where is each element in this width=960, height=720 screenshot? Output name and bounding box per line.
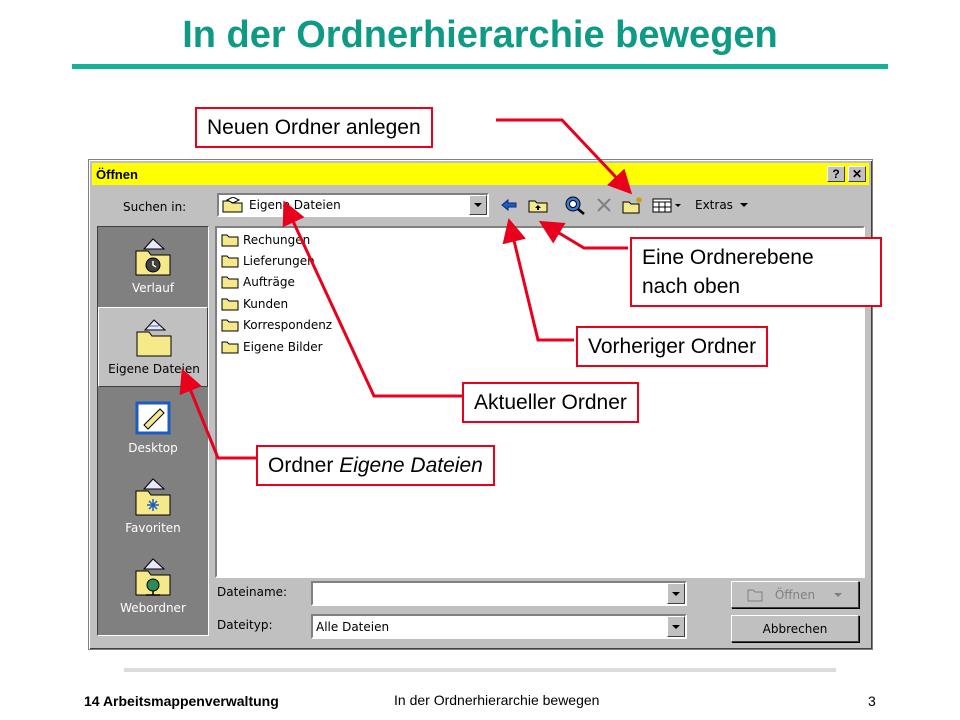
open-button-label: Öffnen	[774, 587, 816, 602]
delete-icon[interactable]	[593, 194, 615, 216]
list-item[interactable]: Eigene Bilder	[221, 337, 323, 357]
chevron-down-icon	[672, 624, 680, 629]
slide-title: In der Ordnerhierarchie bewegen	[182, 14, 778, 56]
place-label: Favoriten	[125, 521, 181, 535]
filetype-value: Alle Dateien	[316, 619, 390, 634]
callout-up-one-level: Eine Ordnerebene nach oben	[630, 237, 882, 307]
place-verlauf[interactable]: Verlauf	[98, 227, 208, 307]
place-favoriten[interactable]: Favoriten	[98, 467, 208, 547]
callout-current-folder: Aktueller Ordner	[462, 382, 639, 423]
desktop-icon	[135, 401, 171, 435]
list-item[interactable]: Rechungen	[221, 230, 310, 250]
list-item[interactable]: Kunden	[221, 294, 288, 314]
callout-up-line1: Eine Ordnerebene	[642, 246, 814, 269]
folder-icon	[221, 341, 239, 354]
file-name: Lieferungen	[243, 254, 315, 268]
footer-divider	[124, 668, 836, 672]
dialog-title: Öffnen	[96, 166, 138, 182]
file-name: Rechungen	[243, 233, 311, 247]
extras-label: Extras	[695, 198, 733, 212]
help-button[interactable]: ?	[827, 166, 845, 182]
open-button[interactable]: Öffnen	[731, 581, 859, 608]
place-label: Webordner	[120, 601, 186, 615]
history-folder-icon	[135, 238, 171, 276]
chevron-down-icon	[474, 203, 482, 207]
filename-label: Dateiname:	[217, 585, 288, 599]
place-eigene-dateien[interactable]: Eigene Dateien	[98, 307, 208, 387]
callout-previous-folder: Vorheriger Ordner	[576, 326, 769, 367]
places-bar: Verlauf Eigene Dateien Desktop	[97, 226, 209, 636]
folder-icon	[221, 298, 239, 311]
folder-icon	[221, 234, 239, 247]
views-icon[interactable]	[651, 194, 683, 216]
search-web-icon[interactable]	[563, 194, 587, 216]
filetype-label: Dateityp:	[217, 618, 273, 632]
list-item[interactable]: Korrespondenz	[221, 315, 332, 335]
close-button[interactable]: ✕	[848, 166, 866, 182]
place-label: Eigene Dateien	[108, 362, 200, 376]
file-name: Korrespondenz	[243, 318, 333, 332]
up-one-level-icon[interactable]	[527, 194, 549, 216]
title-rule	[72, 64, 888, 69]
list-item[interactable]: Lieferungen	[221, 251, 315, 271]
file-name: Kunden	[243, 297, 289, 311]
my-documents-folder-icon	[136, 319, 172, 357]
chevron-down-icon	[672, 591, 680, 596]
look-in-label: Suchen in:	[123, 200, 187, 214]
filename-dropdown-button[interactable]	[667, 583, 685, 604]
folder-icon	[221, 319, 239, 332]
dialog-titlebar[interactable]: Öffnen ? ✕	[92, 163, 869, 185]
chevron-down-icon	[834, 592, 843, 597]
folder-icon	[221, 255, 239, 268]
filetype-dropdown-button[interactable]	[667, 616, 685, 637]
place-label: Verlauf	[131, 281, 175, 295]
new-folder-icon[interactable]	[621, 194, 645, 216]
cancel-button[interactable]: Abbrechen	[731, 615, 859, 642]
place-label: Desktop	[128, 441, 178, 455]
look-in-dropdown[interactable]: Eigene Dateien	[217, 193, 489, 217]
extras-menu-button[interactable]: Extras	[695, 194, 757, 216]
footer-chapter: 14 Arbeitsmappenverwaltung	[84, 693, 279, 709]
my-documents-small-icon	[222, 197, 243, 213]
filename-input[interactable]	[311, 581, 687, 606]
callout-new-folder: Neuen Ordner anlegen	[195, 107, 433, 148]
place-desktop[interactable]: Desktop	[98, 387, 208, 467]
callout-my-documents: Ordner Eigene Dateien	[256, 445, 495, 486]
back-arrow-icon[interactable]	[499, 194, 519, 216]
file-name: Eigene Bilder	[243, 340, 323, 354]
folder-icon	[221, 276, 239, 289]
filetype-dropdown[interactable]: Alle Dateien	[311, 614, 687, 639]
callout-italic: Eigene Dateien	[339, 454, 483, 477]
web-folder-icon	[135, 558, 171, 596]
look-in-dropdown-button[interactable]	[469, 195, 487, 215]
favorites-folder-icon	[135, 478, 171, 516]
file-name: Aufträge	[243, 275, 295, 289]
place-webordner[interactable]: Webordner	[98, 547, 208, 627]
page-number: 3	[868, 693, 876, 709]
list-item[interactable]: Aufträge	[221, 272, 295, 292]
callout-prefix: Ordner	[268, 454, 340, 477]
callout-up-line2: nach oben	[642, 275, 741, 298]
look-in-value: Eigene Dateien	[249, 198, 341, 212]
footer-title: In der Ordnerhierarchie bewegen	[394, 692, 600, 708]
open-folder-icon	[747, 589, 763, 601]
